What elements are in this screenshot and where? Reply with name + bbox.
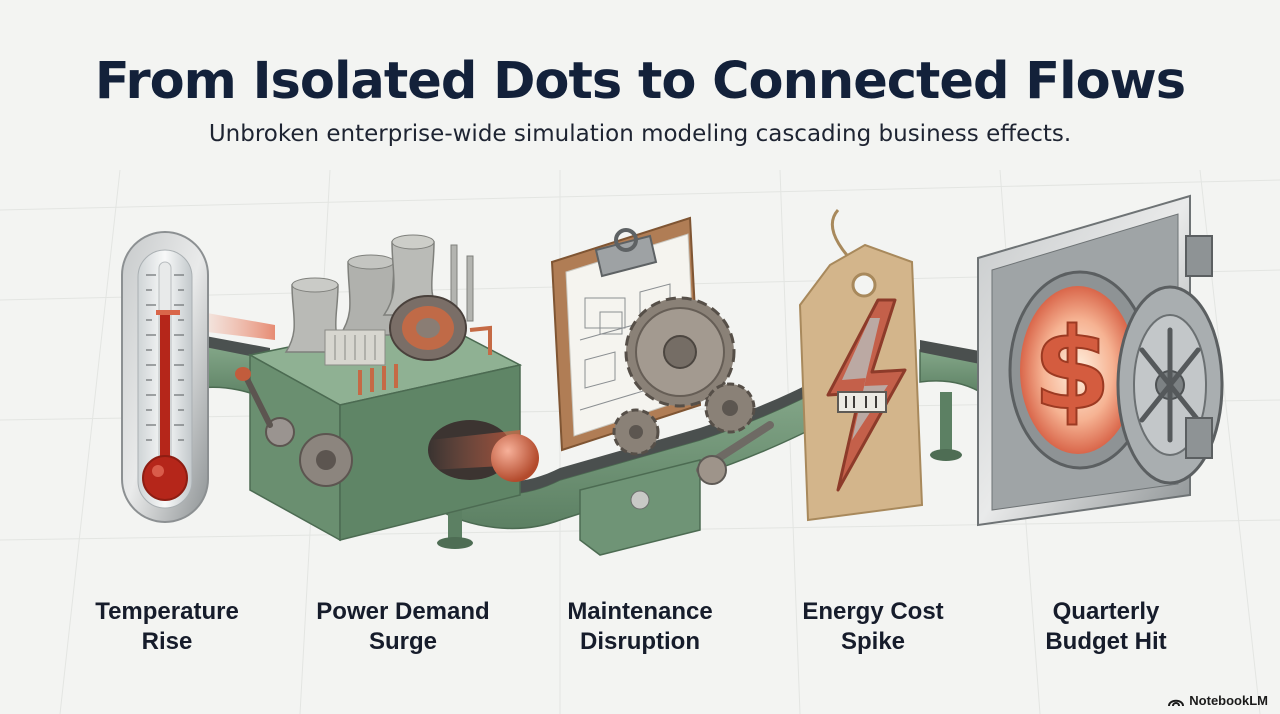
thermometer-icon (121, 231, 209, 523)
power-plant-icon (235, 234, 523, 542)
brand-watermark: NotebookLM (1168, 693, 1268, 708)
price-tag-lightning-icon (798, 208, 924, 522)
vault-dollar-icon: $ (977, 194, 1224, 527)
brand-name: NotebookLM (1189, 693, 1268, 708)
clipboard-gear-icon (550, 216, 756, 456)
notebooklm-logo-icon (1168, 699, 1185, 706)
gear-icon (624, 296, 736, 408)
svg-text:$: $ (1033, 305, 1111, 435)
page-title: From Isolated Dots to Connected Flows (94, 52, 1186, 111)
flow-ball-icon (491, 434, 539, 482)
page-subtitle: Unbroken enterprise-wide simulation mode… (208, 121, 1072, 147)
